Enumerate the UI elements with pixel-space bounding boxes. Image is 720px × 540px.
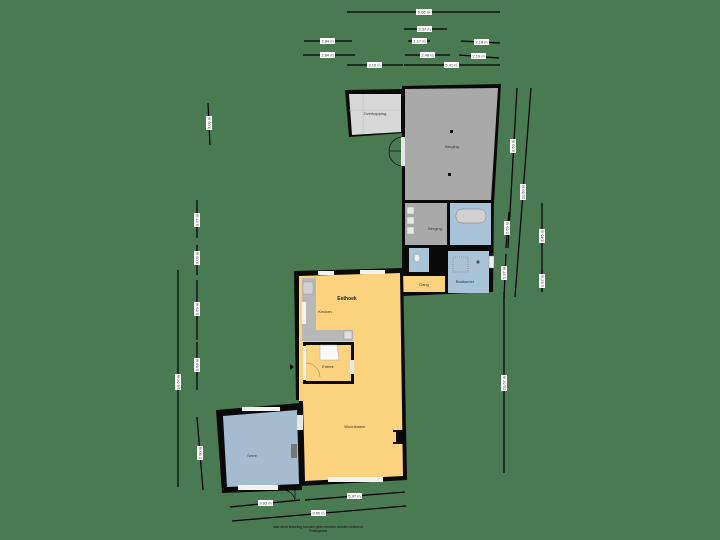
bottom-dimensions: 3.93 m 5.97 m 9.00 m bbox=[229, 491, 407, 522]
dim-left-3: 3.69 m bbox=[195, 302, 200, 315]
building: Overkapping Berging Berging Badkamer bbox=[216, 84, 501, 503]
right-dimensions: 3.50 m 11.60 m 2.69 m 3.45 m 2.37 m 1.92… bbox=[501, 87, 545, 473]
dim-right-4: 2.37 m bbox=[502, 266, 507, 279]
dim-left-2: 3.09 m bbox=[195, 251, 200, 264]
room-label-serre: Serre bbox=[247, 453, 258, 458]
dim-right-2: 2.69 m bbox=[505, 221, 510, 234]
dim-left-4: 3.68 m bbox=[195, 358, 200, 371]
dim-left-1: 3.27 m bbox=[195, 213, 200, 226]
dim-top-9: 5.41 m bbox=[445, 63, 458, 68]
dim-top-3: 1.17 m bbox=[413, 39, 426, 44]
dim-right-6: 10.67 m bbox=[502, 375, 507, 390]
dim-left-0: 3.09 m bbox=[207, 116, 212, 129]
dim-top-7: 2.19 m bbox=[472, 54, 485, 59]
room-label-overkapping: Overkapping bbox=[364, 111, 387, 116]
room-label-berging-small: Berging bbox=[428, 226, 442, 231]
room-label-eethoek: Eethoek bbox=[337, 296, 357, 302]
dim-right-0: 3.50 m bbox=[511, 139, 516, 152]
dim-top-6: 2.46 m bbox=[421, 53, 434, 58]
dim-top-5: 2.84 m bbox=[321, 53, 334, 58]
left-dimensions: 3.09 m 3.27 m 3.09 m 3.69 m 3.68 m 10.67… bbox=[175, 102, 212, 491]
dim-left-5: 10.67 m bbox=[176, 374, 181, 389]
dim-bottom-2: 9.00 m bbox=[312, 511, 325, 516]
dim-top-2: 2.84 m bbox=[321, 39, 334, 44]
room-label-keuken: Keuken bbox=[318, 309, 332, 314]
top-dimensions: 9.66 m 2.37 m 2.84 m 1.17 m 2.19 m 2.84 … bbox=[303, 9, 501, 68]
dim-top-4: 2.19 m bbox=[475, 40, 488, 45]
dim-right-5: 1.92 m bbox=[540, 274, 545, 287]
room-label-entree: Entree bbox=[322, 364, 335, 369]
dim-bottom-0: 3.93 m bbox=[259, 501, 272, 506]
room-label-gang: Gang bbox=[419, 282, 429, 287]
dim-right-3: 3.45 m bbox=[540, 229, 545, 242]
disclaimer-text: Aan deze tekening kunnen geen rechten wo… bbox=[273, 525, 363, 529]
footer-subtext: Plattegrond bbox=[309, 529, 327, 533]
dim-top-0: 9.66 m bbox=[418, 10, 431, 15]
dim-right-1: 11.60 m bbox=[521, 184, 526, 199]
dim-left-6: 2.90 m bbox=[198, 446, 203, 459]
dim-top-8: 3.10 m bbox=[368, 63, 381, 68]
dim-bottom-1: 5.97 m bbox=[348, 494, 361, 499]
dim-top-1: 2.37 m bbox=[418, 27, 431, 32]
room-label-woonkamer: Woonkamer bbox=[344, 424, 366, 429]
room-label-berging-large: Berging bbox=[445, 144, 459, 149]
room-label-badkamer: Badkamer bbox=[456, 279, 475, 284]
